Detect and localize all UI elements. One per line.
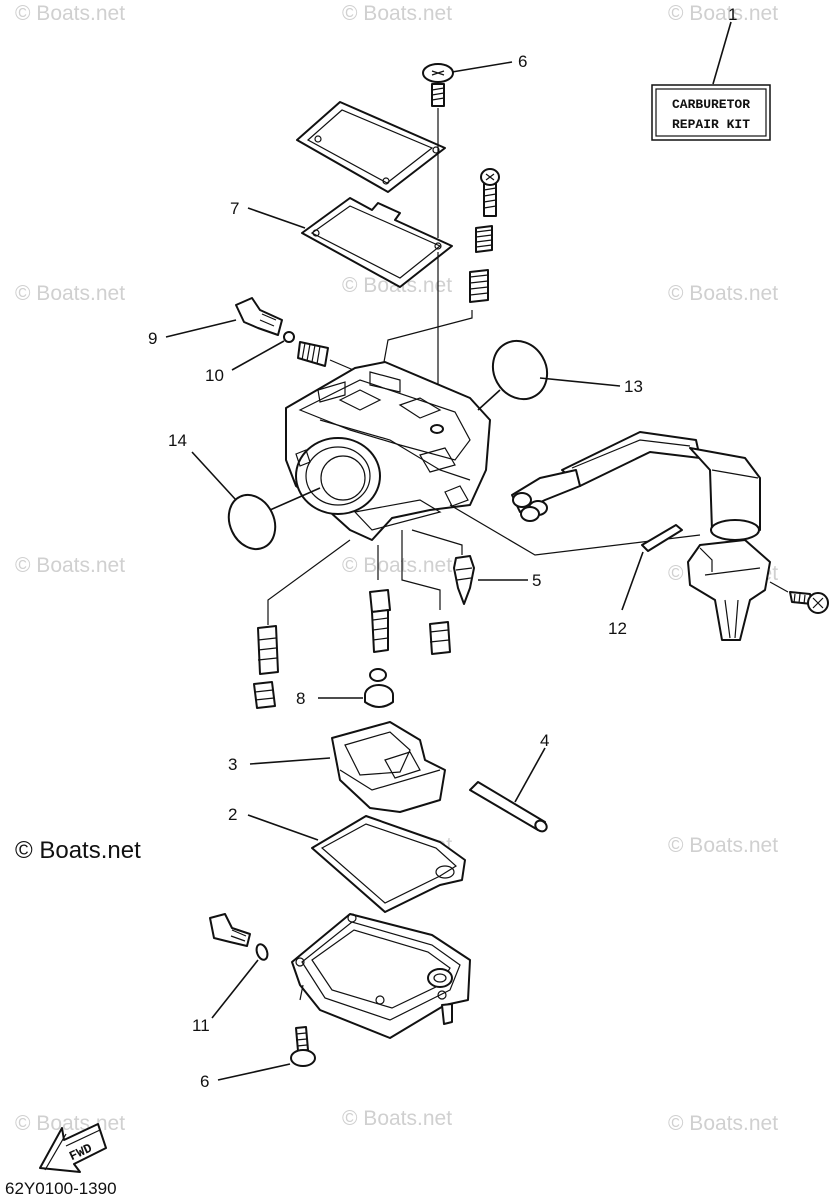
callout-7: 7 <box>230 199 239 218</box>
carburetor-body <box>285 361 491 541</box>
callout-10: 10 <box>205 366 224 385</box>
callout-13: 13 <box>624 377 643 396</box>
callout-9: 9 <box>148 329 157 348</box>
repair-kit-box: CARBURETOR REPAIR KIT <box>651 21 771 141</box>
float-bowl <box>291 913 471 1039</box>
callout-6-bottom: 6 <box>200 1072 209 1091</box>
callout-8: 8 <box>296 689 305 708</box>
pilot-screw-assembly <box>383 168 500 363</box>
callout-6-top: 6 <box>518 52 527 71</box>
screw-top <box>422 61 513 107</box>
callout-14: 14 <box>168 431 187 450</box>
float-bowl-gasket <box>247 814 466 913</box>
callout-1: 1 <box>728 5 737 24</box>
watermark-main: © Boats.net <box>15 837 141 864</box>
solenoid-assembly <box>449 431 829 641</box>
float <box>249 721 446 813</box>
diagram-code: 62Y0100-1390 <box>5 1179 117 1198</box>
callout-2: 2 <box>228 805 237 824</box>
watermark-text: © Boats.net <box>342 554 452 577</box>
screw-bottom <box>217 1026 316 1081</box>
idle-screw-assembly <box>165 297 359 373</box>
o-ring-13 <box>477 339 621 411</box>
callout-labels: 1 6 7 9 10 13 14 5 12 8 4 3 2 11 6 <box>148 5 737 1091</box>
callout-3: 3 <box>228 755 237 774</box>
watermark-text: © Boats.net <box>342 1107 452 1130</box>
callout-4: 4 <box>540 731 549 750</box>
watermark-text: © Boats.net <box>668 282 778 305</box>
diaphragm-cover <box>296 101 446 238</box>
watermark-text: © Boats.net <box>15 2 125 25</box>
callout-5: 5 <box>532 571 541 590</box>
watermark-text: © Boats.net <box>342 2 452 25</box>
watermark-text: © Boats.net <box>668 834 778 857</box>
watermark-text: © Boats.net <box>15 554 125 577</box>
o-ring-12 <box>621 524 683 611</box>
watermark-text: © Boats.net <box>668 2 778 25</box>
drain-screw <box>209 913 269 1019</box>
watermark-text: © Boats.net <box>15 1112 125 1135</box>
kit-label-line2: REPAIR KIT <box>672 117 750 132</box>
watermark-text: © Boats.net <box>668 1112 778 1135</box>
watermark-text: © Boats.net <box>15 282 125 305</box>
jets-and-needle <box>253 529 528 709</box>
o-ring-14 <box>191 451 321 551</box>
callout-11: 11 <box>192 1016 210 1035</box>
callout-12: 12 <box>608 619 627 638</box>
float-pin <box>469 747 548 833</box>
kit-label-line1: CARBURETOR <box>672 97 750 112</box>
